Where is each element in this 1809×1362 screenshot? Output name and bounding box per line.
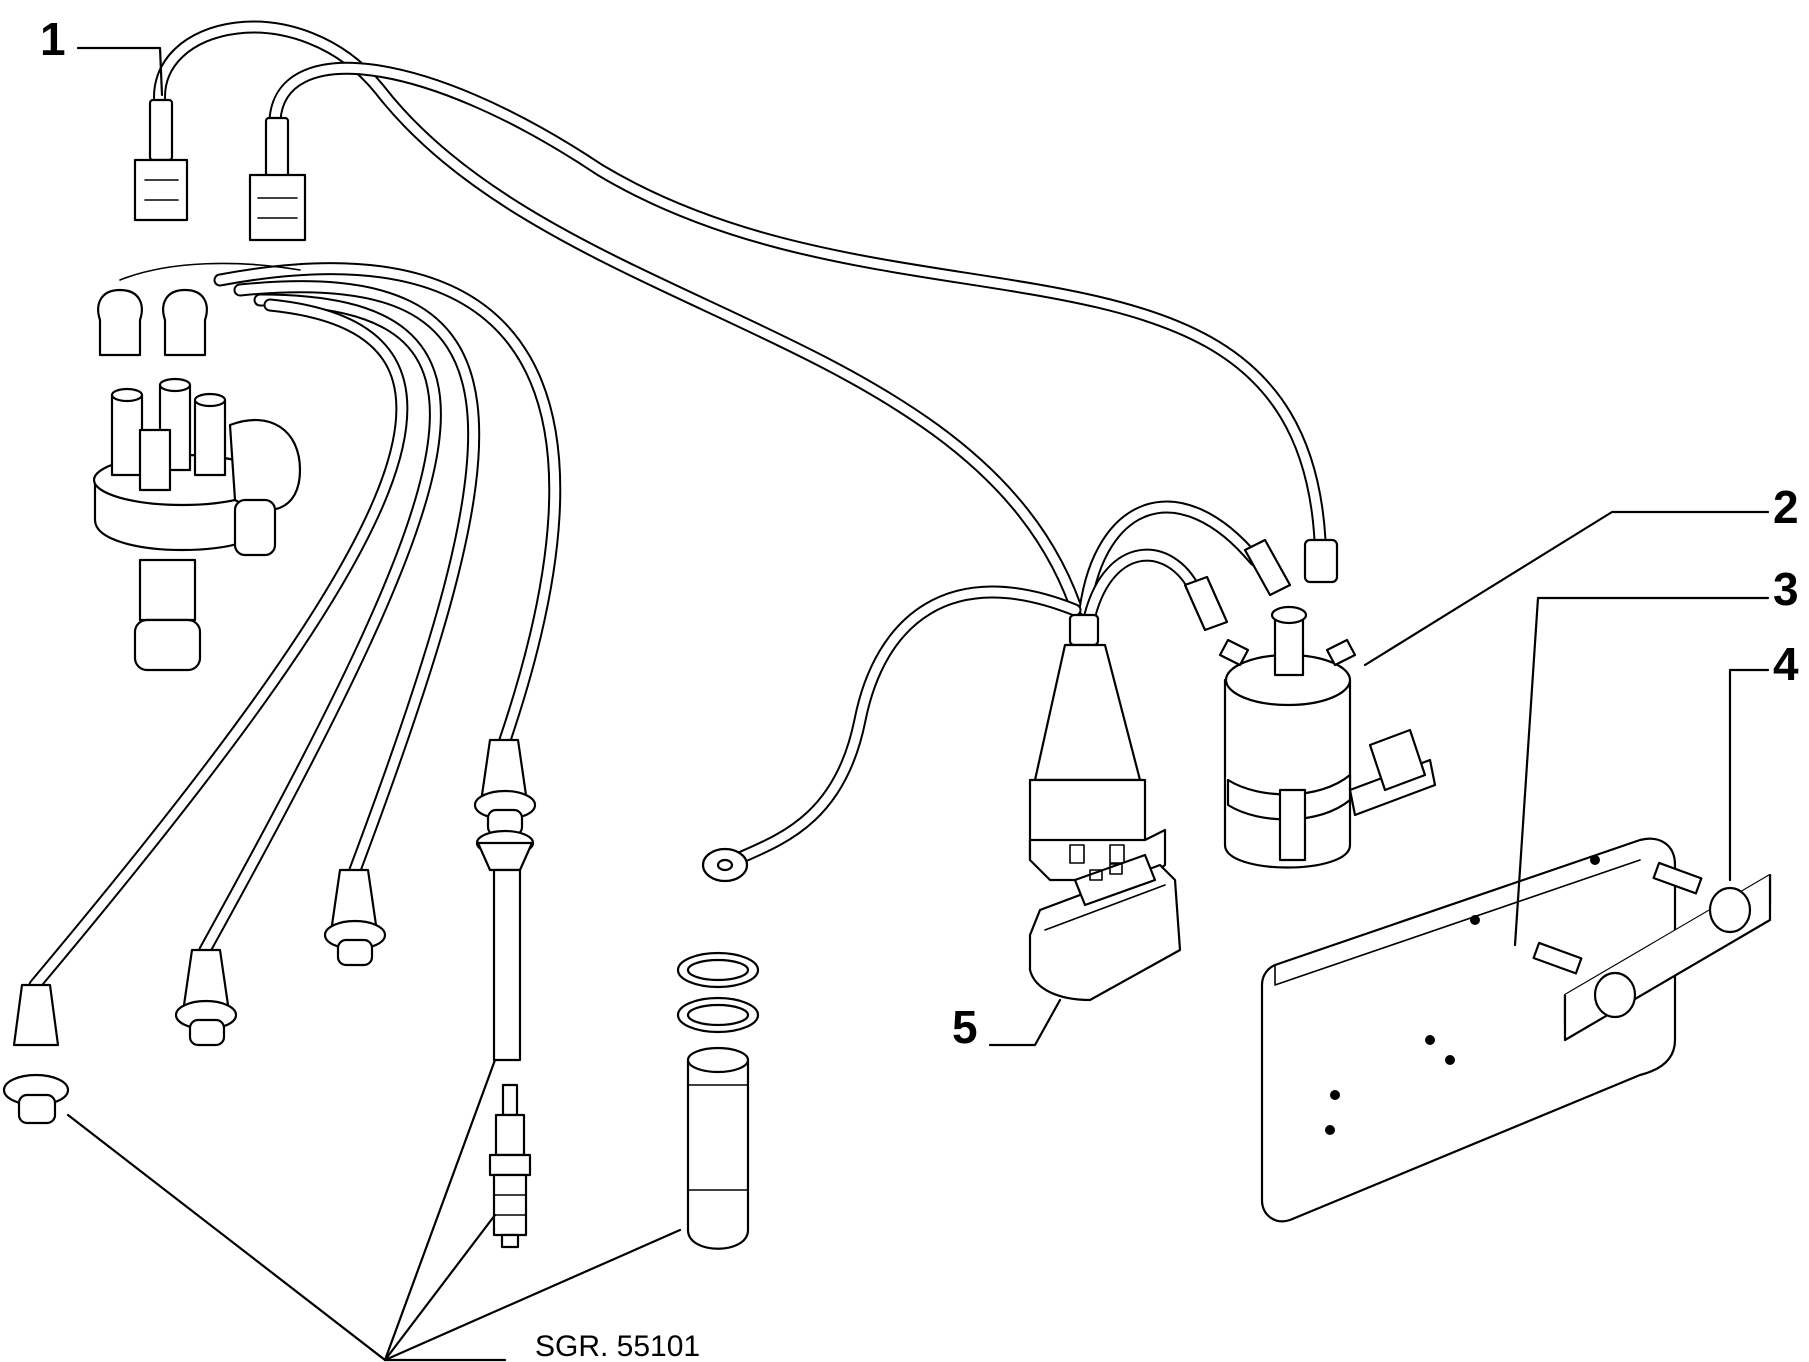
distributor — [92, 377, 302, 672]
coil-lead-boot — [1303, 538, 1339, 584]
ground-ring-terminal — [701, 847, 749, 883]
plug-cover-tube — [475, 829, 535, 1062]
plug-boot-4 — [2, 983, 70, 1125]
harness-plug-right — [248, 116, 307, 242]
callout-3: 3 — [1773, 563, 1799, 615]
clamp-bracket — [1532, 861, 1772, 1042]
callout-leaders — [66, 46, 1770, 1362]
reference-code: SGR. 55101 — [535, 1330, 700, 1362]
callout-5: 5 — [952, 1001, 978, 1053]
spark-plug — [488, 1083, 532, 1249]
callout-2: 2 — [1773, 481, 1799, 533]
electronic-ignition-module — [1028, 853, 1182, 1002]
spade-terminal-b — [1183, 575, 1229, 632]
mounting-plate — [1260, 837, 1677, 1223]
spade-terminal-a — [1243, 538, 1292, 597]
harness-multipin-connector — [1028, 613, 1167, 882]
plug-boot-1 — [473, 738, 537, 837]
ignition-coil — [1218, 605, 1437, 869]
spark-plug-leads — [28, 262, 562, 992]
seal-ring-lower — [676, 996, 760, 1034]
callout-1: 1 — [40, 13, 66, 65]
cap-lead-boots — [97, 262, 301, 357]
ignition-harness-wires — [153, 20, 1327, 867]
callout-labels: 1 2 3 4 5 SGR. 55101 — [40, 13, 1799, 1362]
plug-boot-2 — [323, 868, 387, 967]
plug-boot-3 — [174, 948, 238, 1047]
callout-4: 4 — [1773, 638, 1799, 690]
plug-sleeve — [686, 1046, 750, 1250]
harness-plug-left — [133, 98, 189, 222]
seal-ring-upper — [676, 951, 760, 989]
